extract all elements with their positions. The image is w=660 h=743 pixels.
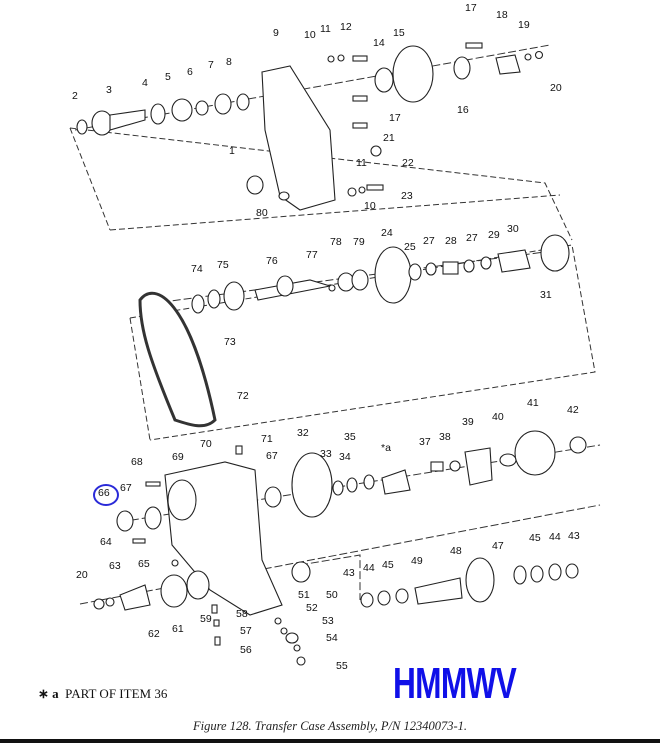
callout-label: 69: [172, 451, 184, 463]
callout-label: 32: [297, 427, 309, 439]
callout-label: 66: [98, 487, 110, 499]
callout-label: 44: [363, 562, 375, 574]
callout-label: 59: [200, 613, 212, 625]
callout-label: 39: [462, 416, 474, 428]
brand-watermark: HMMWV: [393, 659, 517, 708]
callout-label: 9: [273, 27, 279, 39]
callout-label: 54: [326, 632, 338, 644]
callout-label: 72: [237, 390, 249, 402]
callout-label: 21: [383, 132, 395, 144]
callout-label: 71: [261, 433, 273, 445]
callout-label: 1: [229, 145, 235, 157]
callout-label: 64: [100, 536, 112, 548]
callout-label: 73: [224, 336, 236, 348]
callout-label: 55: [336, 660, 348, 672]
callout-label: 57: [240, 625, 252, 637]
callout-label: 33: [320, 448, 332, 460]
callout-label: 67: [120, 482, 132, 494]
callout-label: 75: [217, 259, 229, 271]
callout-label: 20: [76, 569, 88, 581]
callout-label: 61: [172, 623, 184, 635]
figure-caption: Figure 128. Transfer Case Assembly, P/N …: [193, 719, 467, 733]
callout-label: 42: [567, 404, 579, 416]
callout-label: 62: [148, 628, 160, 640]
footnote: ∗ a PART OF ITEM 36: [38, 686, 167, 702]
callout-label: 41: [527, 397, 539, 409]
callout-label: 8: [226, 56, 232, 68]
callout-label: 17: [465, 2, 477, 14]
callout-label: 4: [142, 77, 148, 89]
callout-label: 16: [457, 104, 469, 116]
callout-label: 43: [343, 567, 355, 579]
callout-label: 70: [200, 438, 212, 450]
callout-label: 63: [109, 560, 121, 572]
callout-label: 53: [322, 615, 334, 627]
callout-label: 14: [373, 37, 385, 49]
callout-label: 27: [466, 232, 478, 244]
callout-label: 67: [266, 450, 278, 462]
callout-label: 3: [106, 84, 112, 96]
footnote-symbol: ∗ a: [38, 686, 59, 701]
callout-label: 45: [529, 532, 541, 544]
callout-label: 10: [364, 200, 376, 212]
callout-label: 34: [339, 451, 351, 463]
callout-label: 20: [550, 82, 562, 94]
callout-label: *a: [381, 442, 391, 454]
callout-label: 15: [393, 27, 405, 39]
callout-label: 11: [320, 23, 331, 35]
callout-label: 35: [344, 431, 356, 443]
highlight-circle-item-66: [93, 484, 119, 506]
callout-label: 51: [298, 589, 310, 601]
footnote-text: PART OF ITEM 36: [65, 686, 168, 701]
callout-label: 74: [191, 263, 203, 275]
callout-label: 76: [266, 255, 278, 267]
callout-label: 49: [411, 555, 423, 567]
callout-label: 5: [165, 71, 171, 83]
callout-label: 27: [423, 235, 435, 247]
callout-label: 52: [306, 602, 318, 614]
callout-label: 7: [208, 59, 214, 71]
callout-label: 78: [330, 236, 342, 248]
callout-label: 6: [187, 66, 193, 78]
callout-label: 24: [381, 227, 393, 239]
callout-label: 19: [518, 19, 530, 31]
callout-label: 44: [549, 531, 561, 543]
callout-label: 40: [492, 411, 504, 423]
callout-label: 31: [540, 289, 552, 301]
callout-label: 29: [488, 229, 500, 241]
callout-label: 79: [353, 236, 365, 248]
callout-label: 45: [382, 559, 394, 571]
callout-label: 10: [304, 29, 316, 41]
callout-label: 47: [492, 540, 504, 552]
callout-label: 23: [401, 190, 413, 202]
callout-label: 80: [256, 207, 268, 219]
callout-label: 25: [404, 241, 416, 253]
callout-label: 17: [389, 112, 401, 124]
callout-label: 38: [439, 431, 451, 443]
callout-label: 56: [240, 644, 252, 656]
callout-label: 43: [568, 530, 580, 542]
callout-label: 11: [356, 157, 367, 169]
callout-label: 48: [450, 545, 462, 557]
bottom-border: [0, 739, 660, 743]
callout-label: 77: [306, 249, 318, 261]
callout-label: 68: [131, 456, 143, 468]
callout-label: 28: [445, 235, 457, 247]
callout-label: 2: [72, 90, 78, 102]
callout-label: 18: [496, 9, 508, 21]
callout-label: 37: [419, 436, 431, 448]
callout-label: 30: [507, 223, 519, 235]
callout-label: 58: [236, 608, 248, 620]
callout-label: 50: [326, 589, 338, 601]
callout-label: 22: [402, 157, 414, 169]
callout-label: 65: [138, 558, 150, 570]
callout-label: 12: [340, 21, 352, 33]
